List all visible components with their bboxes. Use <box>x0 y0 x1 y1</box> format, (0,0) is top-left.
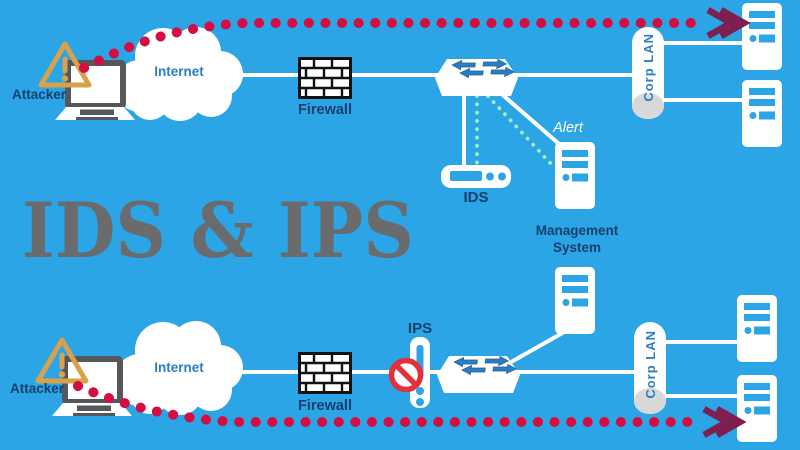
corp-lan-label-bottom: Corp LAN <box>634 322 666 406</box>
ips-label: IPS <box>407 320 433 337</box>
mirror-dotted-lines <box>475 94 554 168</box>
attack-arrow-icon-bottom <box>702 406 747 438</box>
alert-label: Alert <box>553 120 583 136</box>
management-server-icon-top <box>555 142 595 209</box>
attack-arrows <box>702 7 751 438</box>
management-server-icon-bottom <box>555 267 595 334</box>
attack-paths <box>73 18 711 427</box>
firewall-label-top: Firewall <box>298 102 352 118</box>
switch-icon-bottom <box>437 356 520 393</box>
firewall-icon-top <box>298 57 352 99</box>
corp-lan-label-top-text: Corp LAN <box>640 32 656 102</box>
ids-appliance-icon <box>441 165 511 188</box>
attacker-laptop-icon-bottom <box>38 340 132 416</box>
management-label-line2: System <box>552 240 602 255</box>
switch-icon-top <box>435 59 518 96</box>
green-dotted-line-alert <box>486 94 554 167</box>
firewall-icon-bottom <box>298 352 352 394</box>
corp-lan-label-top: Corp LAN <box>632 27 664 107</box>
corp-lan-label-bottom-text: Corp LAN <box>642 329 658 399</box>
attacker-laptop-icon-top <box>41 44 135 120</box>
attacker-label-top: Attacker <box>11 87 67 102</box>
corp-server-icon-top-2 <box>742 80 782 147</box>
firewall-label-bottom: Firewall <box>298 398 352 414</box>
switch-to-management-line-2 <box>503 329 567 368</box>
switch-to-management-line <box>495 88 568 152</box>
attack-arrow-icon-top <box>706 7 751 39</box>
corp-server-icon-bottom-2 <box>737 375 777 442</box>
corp-server-icon-bottom-1 <box>737 295 777 362</box>
management-label-line1: Management <box>535 223 619 238</box>
management-system-label: Management System <box>517 222 637 256</box>
corp-server-icon-top-1 <box>742 3 782 70</box>
attack-path-dotted-top <box>79 18 711 73</box>
internet-label-bottom: Internet <box>154 360 204 375</box>
attacker-label-bottom: Attacker <box>9 381 65 396</box>
internet-label-top: Internet <box>154 64 204 79</box>
ids-label: IDS <box>463 189 489 206</box>
attack-path-dotted-bottom <box>73 381 703 427</box>
prohibition-icon <box>388 357 424 393</box>
page-title: IDS & IPS <box>22 185 414 276</box>
